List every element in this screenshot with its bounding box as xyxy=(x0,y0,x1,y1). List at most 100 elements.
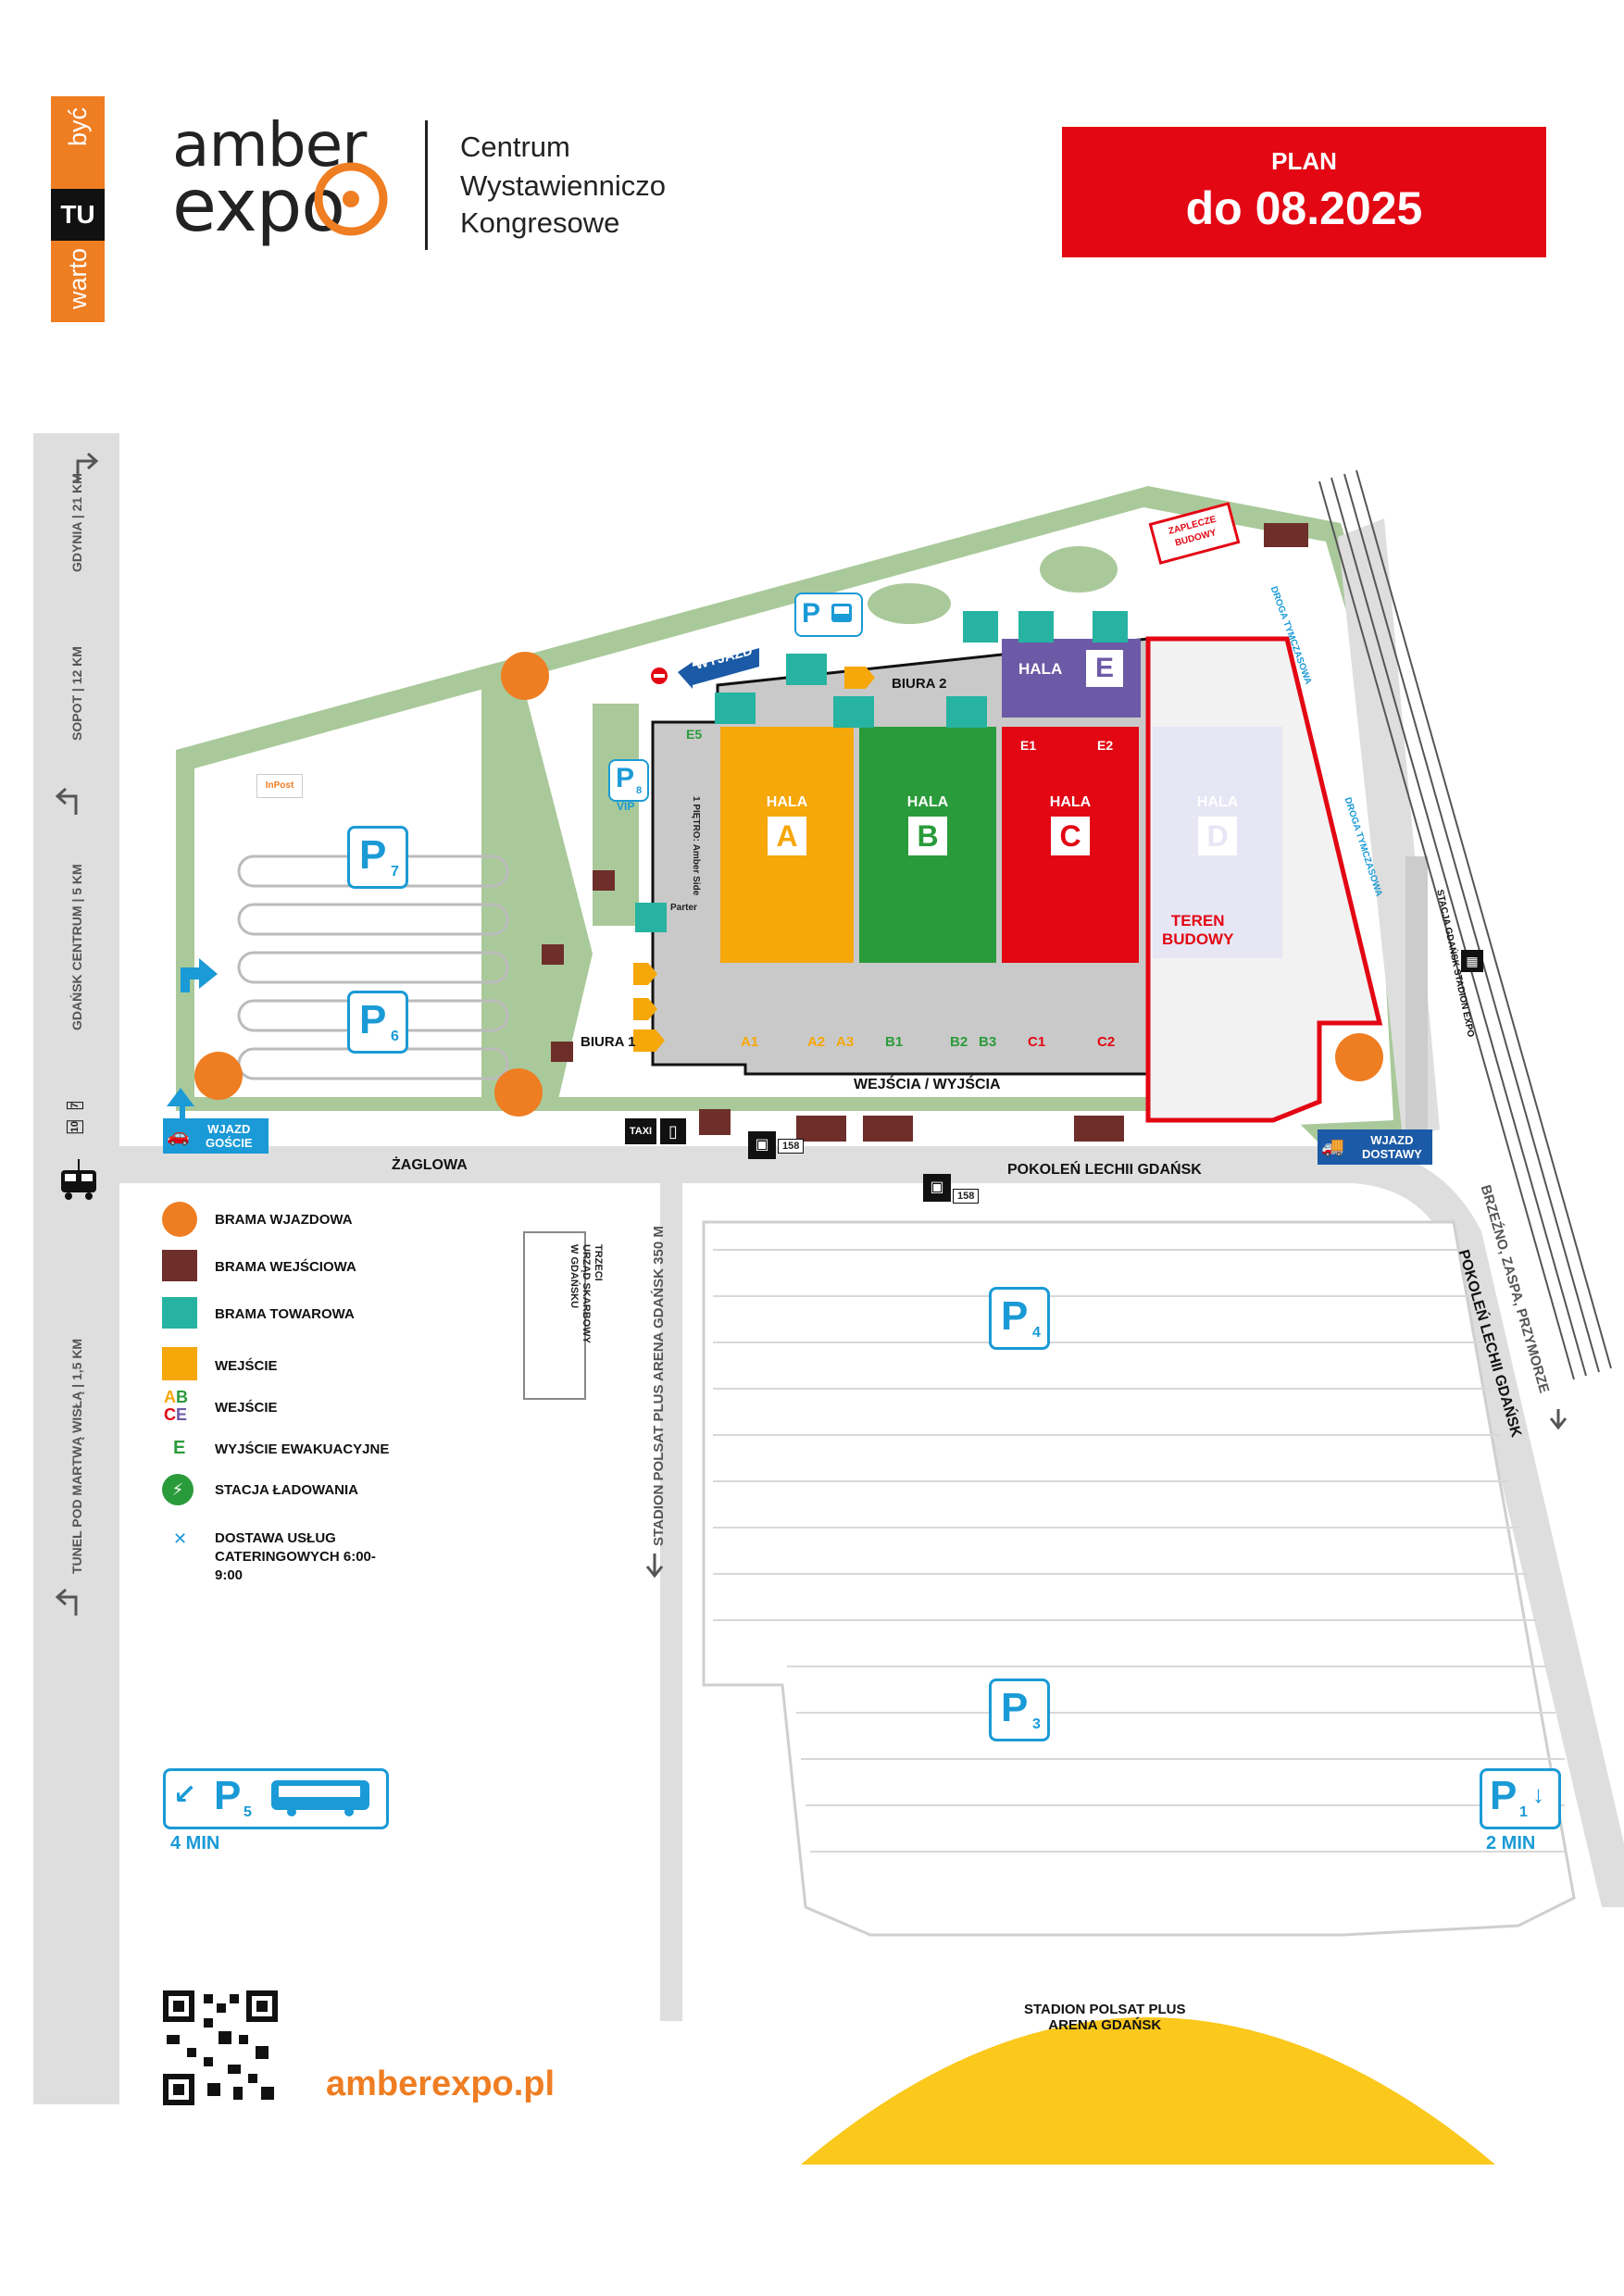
qr-code-icon[interactable] xyxy=(163,1990,278,2105)
hall-a[interactable]: HALA A xyxy=(720,794,854,855)
entrance-c2[interactable]: C2 xyxy=(1097,1034,1116,1050)
parking-p6[interactable]: P 6 xyxy=(347,991,408,1054)
parking-bus[interactable]: P xyxy=(794,593,863,637)
truck-icon: 🚚 xyxy=(1321,1137,1344,1157)
construction-label: TEREN BUDOWY xyxy=(1162,912,1234,948)
parking-p3[interactable]: P 3 xyxy=(989,1678,1050,1741)
website-link[interactable]: amberexpo.pl xyxy=(326,2065,556,2103)
company-line2: Wystawienniczo xyxy=(460,169,666,202)
lawn-oval-2 xyxy=(868,583,951,624)
cargo-gates xyxy=(635,611,1128,932)
hall-c[interactable]: HALA C xyxy=(1002,794,1139,855)
left-road xyxy=(33,433,119,2104)
parking-p1[interactable]: P 1 ↓ xyxy=(1480,1768,1561,1829)
catering-icon: ✕ xyxy=(173,1529,188,1548)
logo-ring-icon xyxy=(314,162,388,236)
entries-exits-label: WEJŚCIA / WYJŚCIA xyxy=(854,1077,1001,1092)
exit-e1: E1 xyxy=(1020,738,1037,753)
entrance-b1[interactable]: B1 xyxy=(885,1034,904,1050)
bus-stop-icon-1: ▣ xyxy=(748,1131,776,1159)
abc-icon: AB CE xyxy=(164,1388,188,1424)
entrance-a3[interactable]: A3 xyxy=(836,1034,855,1050)
badge-bottom: warto xyxy=(51,241,105,322)
parking-p3-p4-rows xyxy=(713,1249,1565,1853)
parking-p7[interactable]: P 7 xyxy=(347,826,408,889)
stadium-road xyxy=(660,1183,682,2021)
logo-divider xyxy=(425,120,428,250)
parking-p3-p4-area xyxy=(702,1220,1576,1937)
pedestrian-gates xyxy=(542,523,1308,1142)
arrow-down-left-icon: ↙ xyxy=(173,1779,197,1810)
railway xyxy=(1318,469,1612,1380)
arrow-down-icon: ↓ xyxy=(1532,1780,1544,1808)
inpost-locker: InPost xyxy=(256,774,303,798)
gate-pedestrian-icon xyxy=(162,1250,197,1281)
entry-gates xyxy=(194,652,1383,1117)
road-tunel: TUNEL POD MARTWĄ WISŁĄ | 1,5 KM xyxy=(69,1338,84,1574)
stadium-label: STADION POLSAT PLUS ARENA GDAŃSK xyxy=(1024,2002,1186,2033)
hall-e-word: HALA xyxy=(1018,660,1063,678)
street-zaglowa: ŻAGLOWA xyxy=(392,1157,468,1173)
plan-date: do 08.2025 xyxy=(1185,182,1423,234)
badge-middle: TU xyxy=(51,189,105,241)
charging-station-icon: ⚡ xyxy=(162,1474,194,1505)
parking-p5[interactable]: ↙ P 5 xyxy=(163,1768,389,1829)
company-line1: Centrum xyxy=(460,131,570,163)
entrance-b3[interactable]: B3 xyxy=(979,1034,997,1050)
guest-entry-gate[interactable]: 🚗 WJAZD GOŚCIE xyxy=(163,1118,269,1154)
main-street xyxy=(119,1146,1624,1907)
tax-office: TRZECI URZĄD SKARBOWY W GDAŃSKU xyxy=(523,1231,604,1400)
bus-icon xyxy=(831,604,852,622)
amber-side-label: 1 PIĘTRO: Amber Side xyxy=(691,796,701,896)
tram-icon xyxy=(61,1159,96,1200)
entrance-a1[interactable]: A1 xyxy=(741,1034,759,1050)
tram-line-7: 7 xyxy=(67,1102,83,1110)
hall-e-letter[interactable]: E xyxy=(1086,650,1123,687)
parking-p4[interactable]: P 4 xyxy=(989,1287,1050,1350)
stadium-road-label: STADION POLSAT PLUS ARENA GDAŃSK 350 M xyxy=(651,1226,667,1546)
hall-c-letter: C xyxy=(1051,817,1090,855)
badge-top: być xyxy=(51,96,105,189)
coach-bus-icon xyxy=(271,1780,369,1816)
gate-cargo-icon xyxy=(162,1297,197,1329)
exit-e2: E2 xyxy=(1097,738,1114,753)
entrance-b2[interactable]: B2 xyxy=(950,1034,968,1050)
hall-b[interactable]: HALA B xyxy=(859,794,996,855)
road-sopot: SOPOT | 12 KM xyxy=(69,646,84,741)
entrance-markers xyxy=(633,667,875,1052)
hall-d[interactable]: HALA D xyxy=(1153,794,1282,855)
parter-label: Parter xyxy=(670,903,697,913)
bus-stop-icon-2: ▣ xyxy=(923,1174,951,1202)
offices-1-label: BIURA 1 xyxy=(581,1034,636,1050)
lawn-oval-1 xyxy=(1040,546,1118,593)
stadium-shape xyxy=(801,2017,1495,2165)
hall-b-letter: B xyxy=(908,817,947,855)
exit-e5: E5 xyxy=(686,727,703,742)
lawn-1 xyxy=(481,667,593,1111)
parking-meter-icon: ▯ xyxy=(660,1118,686,1144)
entrance-a2[interactable]: A2 xyxy=(807,1034,826,1050)
emergency-exit-icon: E xyxy=(173,1438,186,1458)
guest-turn-arrow xyxy=(181,958,218,992)
tram-line-10: 10 xyxy=(67,1120,83,1134)
plan-box: PLAN do 08.2025 xyxy=(1062,127,1546,257)
exit-arrow xyxy=(678,648,759,689)
parking-p8-vip: VIP xyxy=(617,800,635,813)
road-gdynia: GDYNIA | 21 KM xyxy=(69,473,84,572)
bus-line-2: 158 xyxy=(953,1189,980,1204)
p5-time: 4 MIN xyxy=(170,1833,220,1853)
delivery-entry-gate[interactable]: 🚚 WJAZD DOSTAWY xyxy=(1318,1129,1432,1165)
lawn-2 xyxy=(593,704,639,926)
guest-gate-arrow xyxy=(167,1088,194,1125)
company-line3: Kongresowe xyxy=(460,206,620,239)
skm-train-icon: ▦ xyxy=(1461,950,1483,972)
road-gdansk: GDAŃSK CENTRUM | 5 KM xyxy=(69,864,84,1030)
parking-p8[interactable]: P 8 xyxy=(608,759,649,802)
entrance-c1[interactable]: C1 xyxy=(1028,1034,1046,1050)
car-icon: 🚗 xyxy=(167,1126,190,1146)
bus-line-1: 158 xyxy=(778,1139,805,1154)
p1-time: 2 MIN xyxy=(1486,1833,1536,1853)
street-pokolen-top: POKOLEŃ LECHII GDAŃSK xyxy=(1007,1162,1202,1178)
gate-entry-icon xyxy=(162,1202,197,1237)
hall-d-letter: D xyxy=(1198,817,1237,855)
